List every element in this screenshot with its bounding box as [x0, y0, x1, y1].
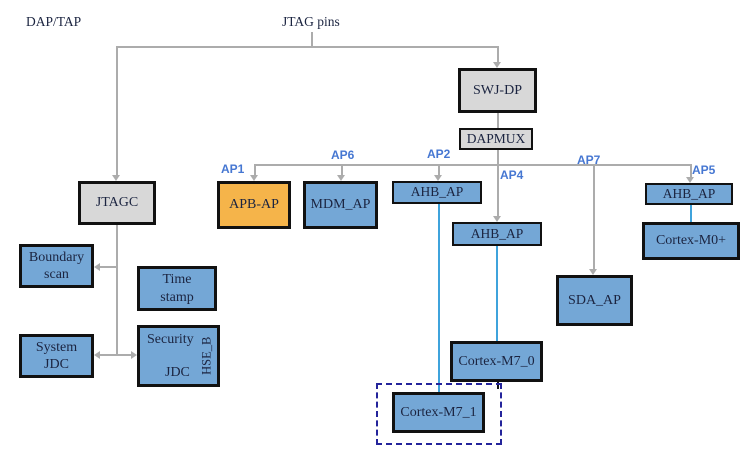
node-security-jdc: Security JDC HSE_B: [137, 325, 220, 387]
wire-to-boundary-scan: [99, 266, 117, 268]
wire-jtagc-down: [116, 225, 118, 355]
node-system-jdc: System JDC: [19, 334, 94, 378]
arrow-into-swj-dp: [493, 62, 501, 68]
node-ahb-ap-4-label: AHB_AP: [470, 225, 524, 241]
node-system-jdc-line2: JDC: [44, 357, 69, 372]
port-label-ap5: AP5: [692, 163, 716, 177]
node-boundary-scan-line1: Boundary: [28, 249, 85, 265]
arrow-into-sda-ap: [589, 269, 597, 275]
node-time-stamp-line2: stamp: [160, 289, 194, 305]
wire-drop-ap6: [341, 164, 343, 175]
arrow-into-apb-ap: [250, 175, 258, 181]
node-system-jdc-line1: System: [35, 339, 78, 355]
node-time-stamp: Time stamp: [137, 266, 217, 311]
node-boundary-scan: Boundary scan: [19, 244, 94, 288]
node-apb-ap: APB-AP: [217, 181, 291, 229]
node-boundary-scan-line2: scan: [44, 267, 69, 282]
arrow-into-jtagc: [112, 175, 120, 181]
wire-to-swj-dp: [497, 46, 499, 62]
node-mdm-ap: MDM_AP: [303, 181, 378, 229]
wire-drop-ap5: [690, 164, 692, 177]
port-label-ap1: AP1: [221, 162, 245, 176]
node-dapmux: DAPMUX: [459, 128, 533, 150]
port-label-ap4: AP4: [500, 168, 524, 182]
node-cortex-m0-label: Cortex-M0+: [655, 233, 727, 249]
wire-dapmux-ahb-ap4: [497, 150, 499, 216]
node-security-hse-b-label: HSE_B: [199, 336, 214, 376]
node-cortex-m7-0-label: Cortex-M7_0: [458, 353, 535, 369]
node-ahb-ap-2-label: AHB_AP: [410, 184, 464, 200]
node-security-jdc-label: JDC: [165, 364, 190, 380]
node-ahb-ap-5: AHB_AP: [645, 183, 733, 205]
wire-drop-ap2: [438, 164, 440, 175]
node-ahb-ap-5-label: AHB_AP: [662, 185, 716, 201]
arrow-into-system-jdc: [94, 351, 100, 359]
node-apb-ap-label: APB-AP: [229, 197, 279, 213]
arrow-into-security: [131, 351, 137, 359]
node-dapmux-label: DAPMUX: [466, 130, 526, 146]
arrow-into-mdm-ap: [337, 175, 345, 181]
node-jtagc-label: JTAGC: [95, 195, 139, 211]
wire-ahb2-cortexm7-1: [438, 203, 440, 392]
arrow-into-ahb-ap5: [686, 177, 694, 183]
node-cortex-m7-0: Cortex-M7_0: [450, 341, 543, 382]
cortexm7-1-dashed-outline: [376, 383, 502, 445]
node-security-title: Security: [147, 332, 194, 347]
node-swj-dp-label: SWJ-DP: [472, 82, 522, 98]
wire-ahb5-cortexm0: [690, 204, 692, 222]
wire-cortexm7-0-lockstep: [497, 381, 499, 389]
wire-jtag-stub: [311, 32, 313, 46]
node-ahb-ap-2: AHB_AP: [392, 181, 482, 204]
node-mdm-ap-label: MDM_AP: [310, 197, 371, 213]
node-ahb-ap-4: AHB_AP: [452, 222, 542, 246]
arrow-into-boundary-scan: [94, 263, 100, 271]
arrow-into-ahb-ap2: [434, 175, 442, 181]
node-cortex-m0: Cortex-M0+: [642, 222, 740, 260]
port-label-ap7: AP7: [577, 153, 601, 167]
node-swj-dp: SWJ-DP: [458, 68, 537, 113]
node-sda-ap-label: SDA_AP: [568, 292, 621, 308]
wire-jtag-horizontal: [116, 46, 498, 48]
jtag-pins-label: JTAG pins: [282, 14, 340, 29]
node-cortex-m7-1: Cortex-M7_1: [392, 392, 485, 433]
node-jtagc: JTAGC: [78, 181, 156, 225]
port-label-ap2: AP2: [427, 147, 451, 161]
node-cortex-m7-1-label: Cortex-M7_1: [400, 404, 477, 420]
wire-systemjdc-security: [100, 354, 132, 356]
wire-drop-ap7: [593, 164, 595, 269]
node-sda-ap: SDA_AP: [556, 275, 633, 326]
dap-tap-label: DAP/TAP: [26, 14, 82, 29]
node-time-stamp-line1: Time: [162, 272, 192, 287]
wire-ahb4-cortexm7-0: [496, 245, 498, 341]
wire-swjdp-dapmux: [497, 113, 499, 128]
node-security-hse-b: HSE_B: [199, 328, 216, 384]
wire-to-jtagc: [116, 46, 118, 175]
wire-drop-ap1: [254, 164, 256, 175]
arrow-into-ahb-ap4: [493, 216, 501, 222]
wire-ap-bus: [254, 164, 691, 166]
port-label-ap6: AP6: [331, 148, 355, 162]
